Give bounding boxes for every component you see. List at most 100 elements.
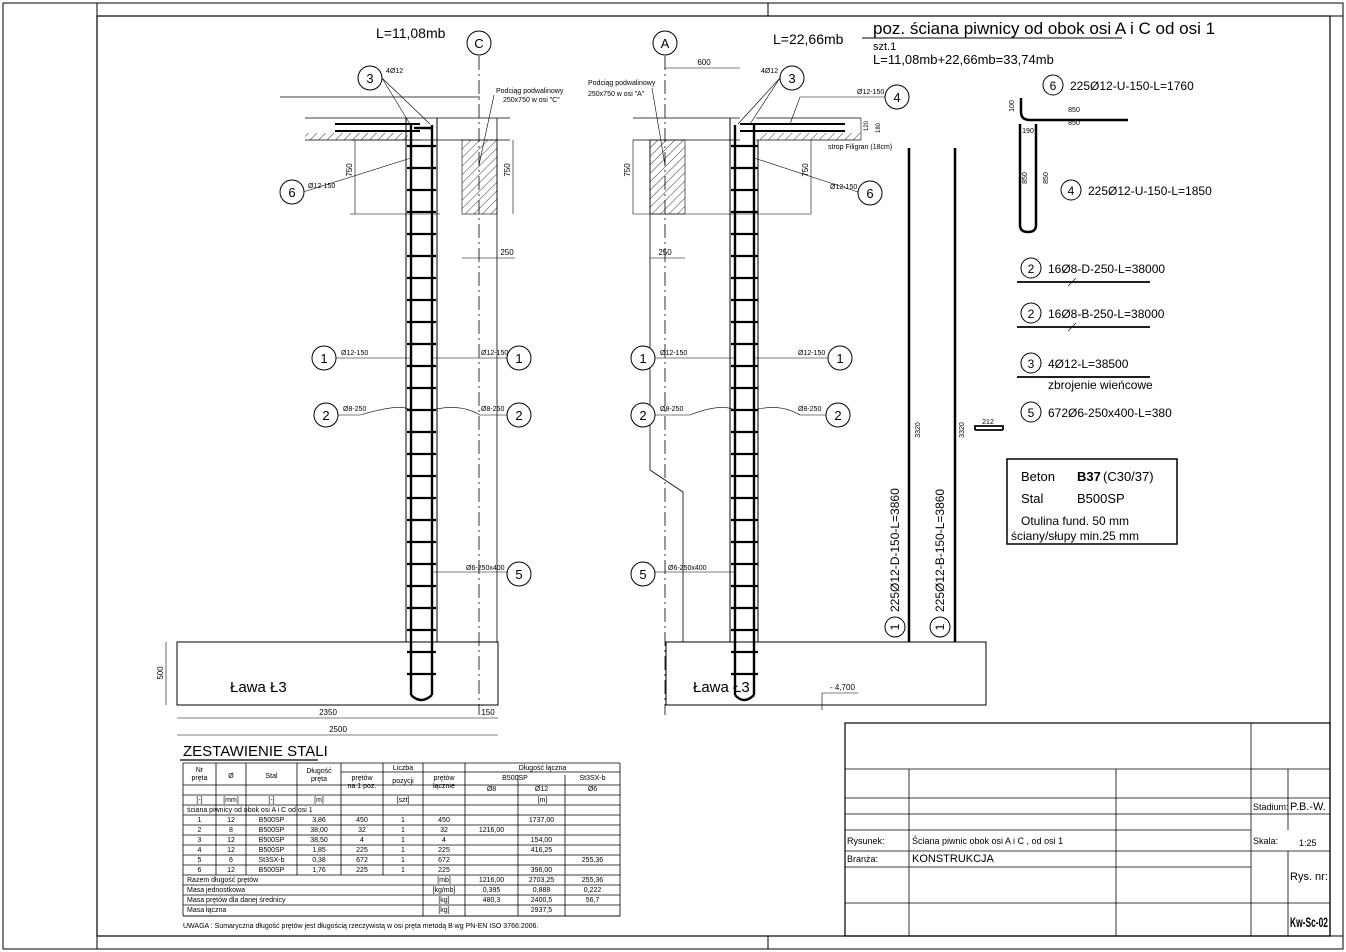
left-length-label: L=11,08mb [376, 25, 446, 41]
sum-val: 480,3 [483, 897, 501, 904]
table-row-cell: 1 [401, 857, 405, 864]
left-s1-l: Ø12-150 [341, 350, 368, 357]
sum-val: 0,395 [483, 887, 501, 894]
steel-table-grid [182, 762, 621, 917]
table-row-cell: 6 [229, 857, 233, 864]
hdr-d8: Ø8 [487, 786, 496, 793]
table-row-cell: 2 [198, 827, 202, 834]
marker-4-right: 4 [893, 90, 900, 105]
table-row-cell: 225 [438, 867, 450, 874]
marker-5-left: 5 [515, 567, 522, 582]
table-row-cell: St3SX-b [258, 857, 284, 864]
stadium-label: Stadium: [1253, 802, 1289, 812]
axis-a-label: A [661, 36, 670, 51]
bar1a-spec: 225Ø12-D-150-L=3860 [888, 488, 902, 612]
skala-label: Skala: [1253, 836, 1278, 846]
axis-c-marker [466, 30, 492, 56]
bar6-dim-100: 100 [1009, 100, 1016, 112]
dim-2500: 2500 [329, 725, 347, 734]
right-stirrups [731, 144, 758, 676]
right-s2-l: Ø8-250 [660, 406, 683, 413]
table-row-cell: B500SP [259, 847, 285, 854]
sum-label: Masa prętów dla danej średnicy [187, 897, 286, 904]
table-row-cell: 1,76 [312, 867, 326, 874]
cover-foundation: Otulina fund. 50 mm [1021, 514, 1129, 528]
table-row-cell: 450 [356, 817, 368, 824]
bar1b-spec: 225Ø12-B-150-L=3860 [933, 489, 947, 612]
bar4-dim-190: 190 [1022, 128, 1034, 135]
bar3-note: zbrojenie wieńcowe [1048, 378, 1153, 392]
left-bar5-label: Ø6-250x400 [466, 565, 505, 572]
sum-unit: [mb] [437, 877, 451, 884]
sum-label: Masa łączna [187, 907, 226, 914]
sum-val: 2937,5 [531, 907, 553, 914]
table-row-cell: 12 [227, 817, 235, 824]
stal-label: Stal [1021, 491, 1044, 506]
left-footing [176, 641, 499, 706]
sum-val: 2400,5 [531, 897, 553, 904]
hdr-dl2: pręta [311, 776, 327, 783]
table-row-cell: 225 [438, 847, 450, 854]
table-row-cell: 32 [358, 827, 366, 834]
bar6-spec: 225Ø12-U-150-L=1760 [1070, 79, 1194, 93]
right-bar-top-label: 4Ø12 [761, 68, 778, 75]
table-row-cell: B500SP [259, 817, 285, 824]
header: poz. ściana piwnicy od obok osi A i C od… [862, 19, 1215, 67]
bar6-dim-850b: 850 [1068, 120, 1080, 127]
right-bar5-label: Ø6-250x400 [668, 565, 707, 572]
bar2a-spec: 16Ø8-D-250-L=38000 [1048, 262, 1165, 276]
dim-500: 500 [156, 666, 165, 680]
title-block [844, 722, 1331, 937]
length-formula: L=11,08mb+22,66mb=33,74mb [873, 52, 1054, 67]
strop-label: strop Filigran (18cm) [828, 144, 892, 151]
marker-2-left-a: 2 [322, 408, 329, 423]
sum-label: Masa jednostkowa [187, 887, 245, 894]
materials-box: Beton B37 (C30/37) Stal B500SP Otulina f… [1006, 458, 1178, 545]
table-row-cell: 450 [438, 817, 450, 824]
dim-2350: 2350 [319, 708, 337, 717]
sum-unit: [kg] [438, 897, 449, 904]
right-footing [665, 641, 987, 706]
table-row-cell: 1216,00 [479, 827, 504, 834]
left-wall-section: L=11,08mb C Ława Ł3 750 750 [156, 25, 564, 736]
dim-750-right-b: 750 [801, 163, 810, 177]
piece-count: szt.1 [873, 41, 896, 53]
beton-value: B37 [1077, 469, 1101, 484]
marker-2-left-b: 2 [515, 408, 522, 423]
table-row-cell: 416,25 [531, 847, 553, 854]
marker-1-left-a: 1 [320, 351, 327, 366]
bar5-dim: 212 [982, 419, 994, 426]
hdr-st3: St3SX-b [579, 775, 605, 782]
right-length-label: L=22,66mb [773, 31, 844, 47]
rysnr-value: Kw-Sc-02 [1290, 914, 1328, 930]
dim-250-right: 250 [658, 248, 672, 257]
sum-label: Razem długość prętów [187, 877, 259, 884]
table-row-cell: 1 [401, 817, 405, 824]
sum-val: 56,7 [586, 897, 600, 904]
table-row-cell: 4 [198, 847, 202, 854]
table-row-cell: 8 [229, 827, 233, 834]
skala-value: 1:25 [1299, 838, 1317, 848]
table-row-cell: 1737,00 [529, 817, 554, 824]
sum-unit: [kg/mb] [433, 887, 456, 894]
beam-note-right: Podciąg podwalinowy [588, 80, 656, 87]
table-row-cell: 672 [356, 857, 368, 864]
hdr-pretow2: na 1 poz. [348, 783, 377, 790]
left-s2-r: Ø8-250 [481, 406, 504, 413]
unit: [m] [314, 797, 324, 804]
rysunek-value: Ściana piwnic obok osi A i C , od osi 1 [912, 835, 1063, 846]
sum-unit: [kg] [438, 907, 449, 914]
left-s2-l: Ø8-250 [343, 406, 366, 413]
table-row-cell: 12 [227, 867, 235, 874]
axis-a-marker [652, 30, 678, 56]
table-row-cell: 154,00 [531, 837, 553, 844]
right-stirrup6-label: Ø12-150 [830, 184, 857, 191]
hdr-nr2: pręta [192, 775, 208, 782]
hdr-dl-tot: Długość łączna [519, 765, 567, 772]
position-markers: 3 6 1 1 2 2 5 3 4 6 1 1 2 2 5 [279, 65, 910, 587]
bar6-dim-850a: 850 [1068, 107, 1080, 114]
branza-label: Branża: [847, 854, 878, 864]
detail-marker-5: 5 [1028, 406, 1035, 420]
